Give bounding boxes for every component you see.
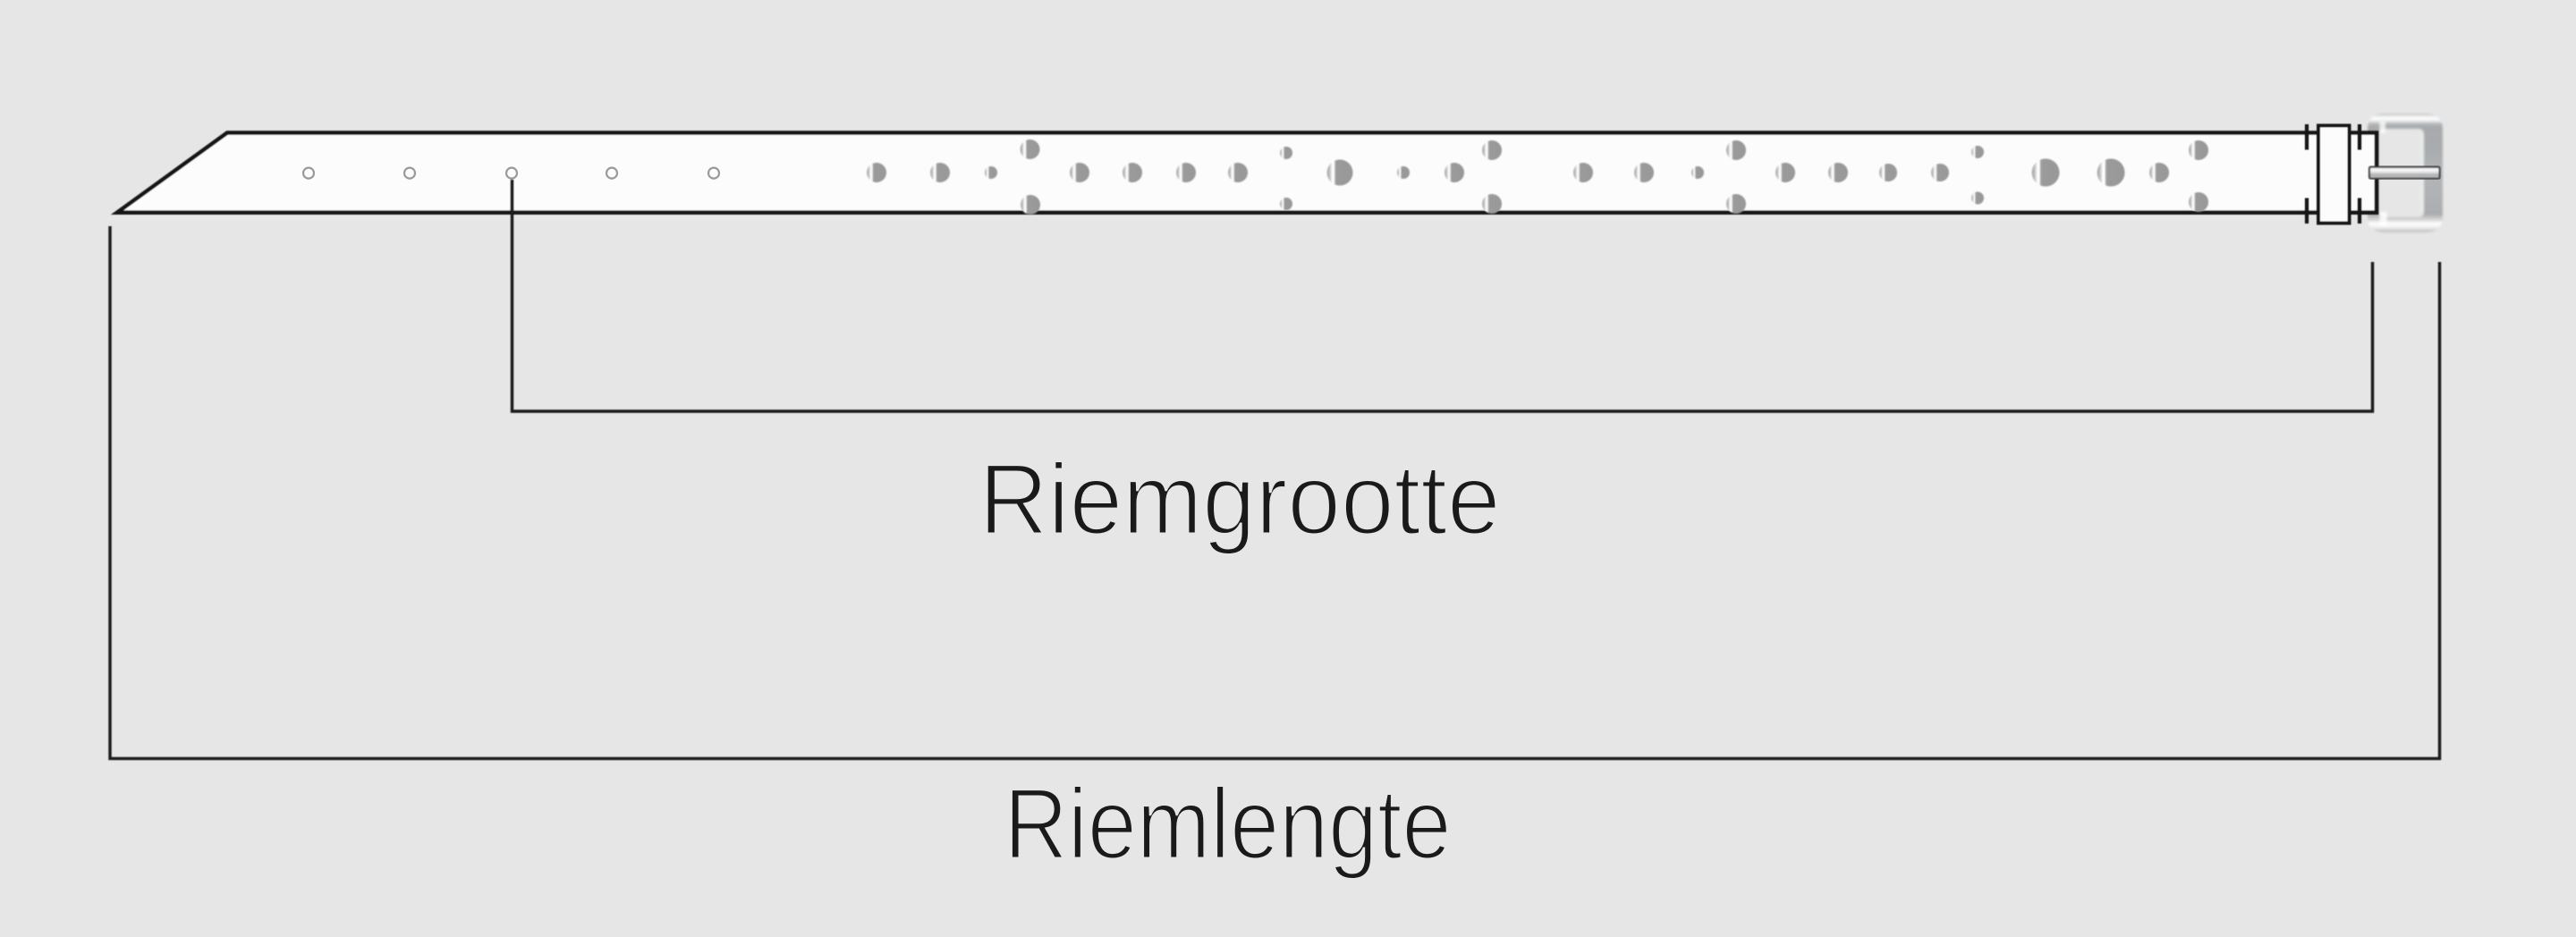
svg-text:Riemgrootte: Riemgrootte: [979, 443, 1501, 555]
svg-text:Riemlengte: Riemlengte: [1004, 768, 1452, 880]
